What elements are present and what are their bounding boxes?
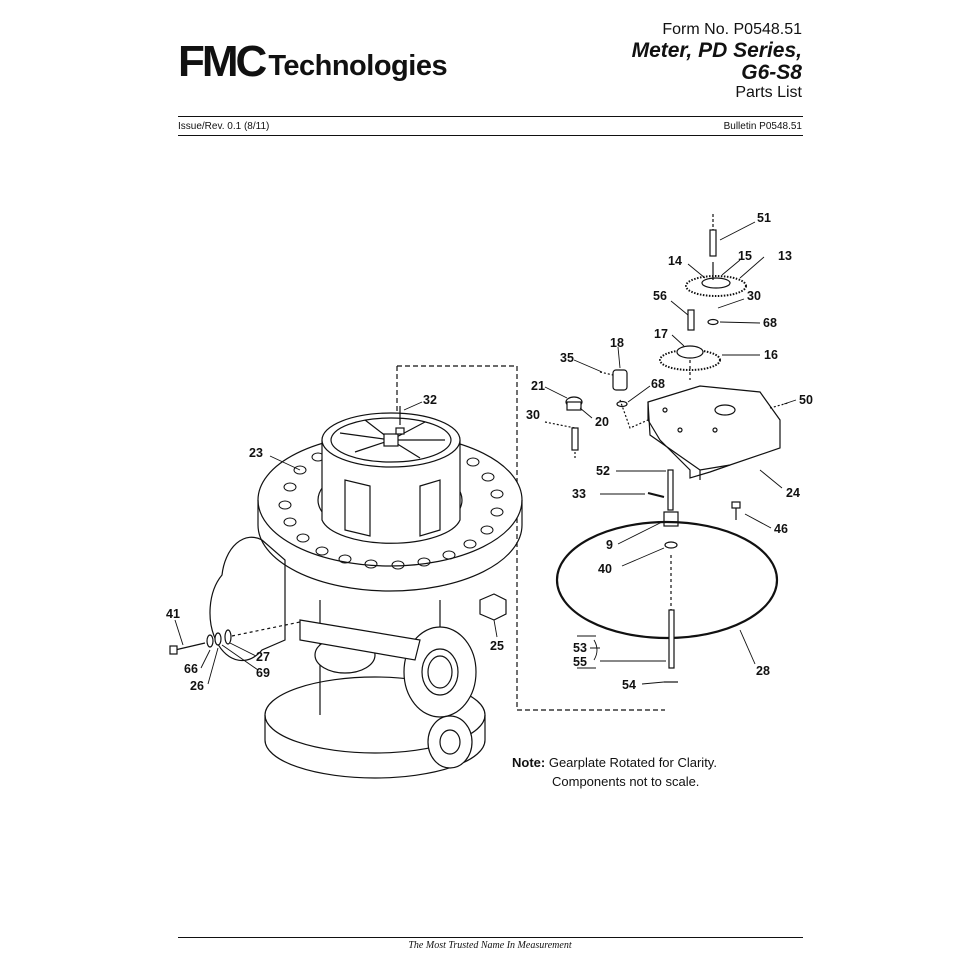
gear-18 (599, 369, 628, 391)
callout-55: 55 (573, 655, 587, 669)
callout-33: 33 (572, 487, 586, 501)
title-line-2: G6-S8 (741, 61, 802, 84)
pin-33 (647, 492, 665, 498)
callout-15: 15 (738, 249, 752, 263)
shaft-51 (709, 214, 717, 257)
callout-51: 51 (757, 211, 771, 225)
footer-rule (178, 937, 803, 938)
note-label: Note: (512, 755, 546, 770)
shaft-54 (664, 555, 678, 683)
callout-54: 54 (622, 678, 636, 692)
gear-13 (685, 262, 747, 297)
callout-40: 40 (598, 562, 612, 576)
callout-18: 18 (610, 336, 624, 350)
gear-16 (659, 345, 721, 380)
hex-nut (479, 593, 507, 621)
shaft-52 (667, 469, 674, 511)
washer-68-upper (707, 318, 719, 326)
callout-52: 52 (596, 464, 610, 478)
footer-tagline: The Most Trusted Name In Measurement (408, 940, 572, 951)
note-line-1: Gearplate Rotated for Clarity. (548, 755, 717, 770)
subheader-rule (178, 135, 803, 136)
callout-26: 26 (190, 679, 204, 693)
reference-dash-line (397, 365, 665, 711)
callout-50: 50 (799, 393, 813, 407)
callout-66: 66 (184, 662, 198, 676)
shaft-30 (544, 421, 579, 460)
callout-68-lower: 68 (651, 377, 665, 391)
o-ring-40 (664, 541, 678, 549)
diagram-note: Note: Gearplate Rotated for Clarity. Com… (512, 753, 717, 791)
header-rule (178, 116, 803, 117)
callout-30-upper: 30 (747, 289, 761, 303)
company-logo: FMC Technologies (178, 37, 448, 86)
screw-50 (769, 402, 789, 409)
flange-bolt-holes (278, 452, 504, 570)
pin-56 (687, 309, 695, 331)
rotor-cage (321, 412, 461, 544)
coupling-9 (663, 511, 679, 527)
callout-21: 21 (531, 379, 545, 393)
callout-53: 53 (573, 641, 587, 655)
callout-23: 23 (249, 446, 263, 460)
callout-41: 41 (166, 607, 180, 621)
logo-text: Technologies (268, 50, 448, 82)
screw-32 (395, 406, 405, 435)
callout-46: 46 (774, 522, 788, 536)
callout-25: 25 (490, 639, 504, 653)
issue-revision: Issue/Rev. 0.1 (8/11) (178, 121, 270, 132)
callout-56: 56 (653, 289, 667, 303)
gear-plate (619, 385, 781, 480)
note-line-2: Components not to scale. (552, 774, 700, 789)
callout-35: 35 (560, 351, 574, 365)
callout-69: 69 (256, 666, 270, 680)
callout-9: 9 (606, 538, 613, 552)
callout-68-upper: 68 (763, 316, 777, 330)
callout-13: 13 (778, 249, 792, 263)
bulletin-number: Bulletin P0548.51 (723, 121, 802, 132)
logo-mark: FMC (178, 37, 267, 86)
document-title-block: Form No. P0548.51 Meter, PD Series, G6-S… (632, 20, 802, 102)
callout-32: 32 (423, 393, 437, 407)
callout-20: 20 (595, 415, 609, 429)
callout-14: 14 (668, 254, 682, 268)
washer-68-lower (616, 400, 628, 408)
leader-lines (174, 221, 797, 685)
callout-27: 27 (256, 650, 270, 664)
callout-17: 17 (654, 327, 668, 341)
callout-16: 16 (764, 348, 778, 362)
document-subtitle: Parts List (735, 84, 802, 101)
callout-24: 24 (786, 486, 800, 500)
bolt-assembly (169, 621, 301, 655)
form-number: Form No. P0548.51 (662, 21, 802, 38)
screw-46 (731, 501, 741, 520)
part-21 (565, 396, 583, 411)
callout-30-lower: 30 (526, 408, 540, 422)
part-callouts: 51 15 14 13 56 30 68 17 16 18 35 68 21 5… (166, 211, 813, 693)
title-line-1: Meter, PD Series, (631, 39, 802, 62)
callout-28: 28 (756, 664, 770, 678)
ring-28 (555, 520, 779, 640)
